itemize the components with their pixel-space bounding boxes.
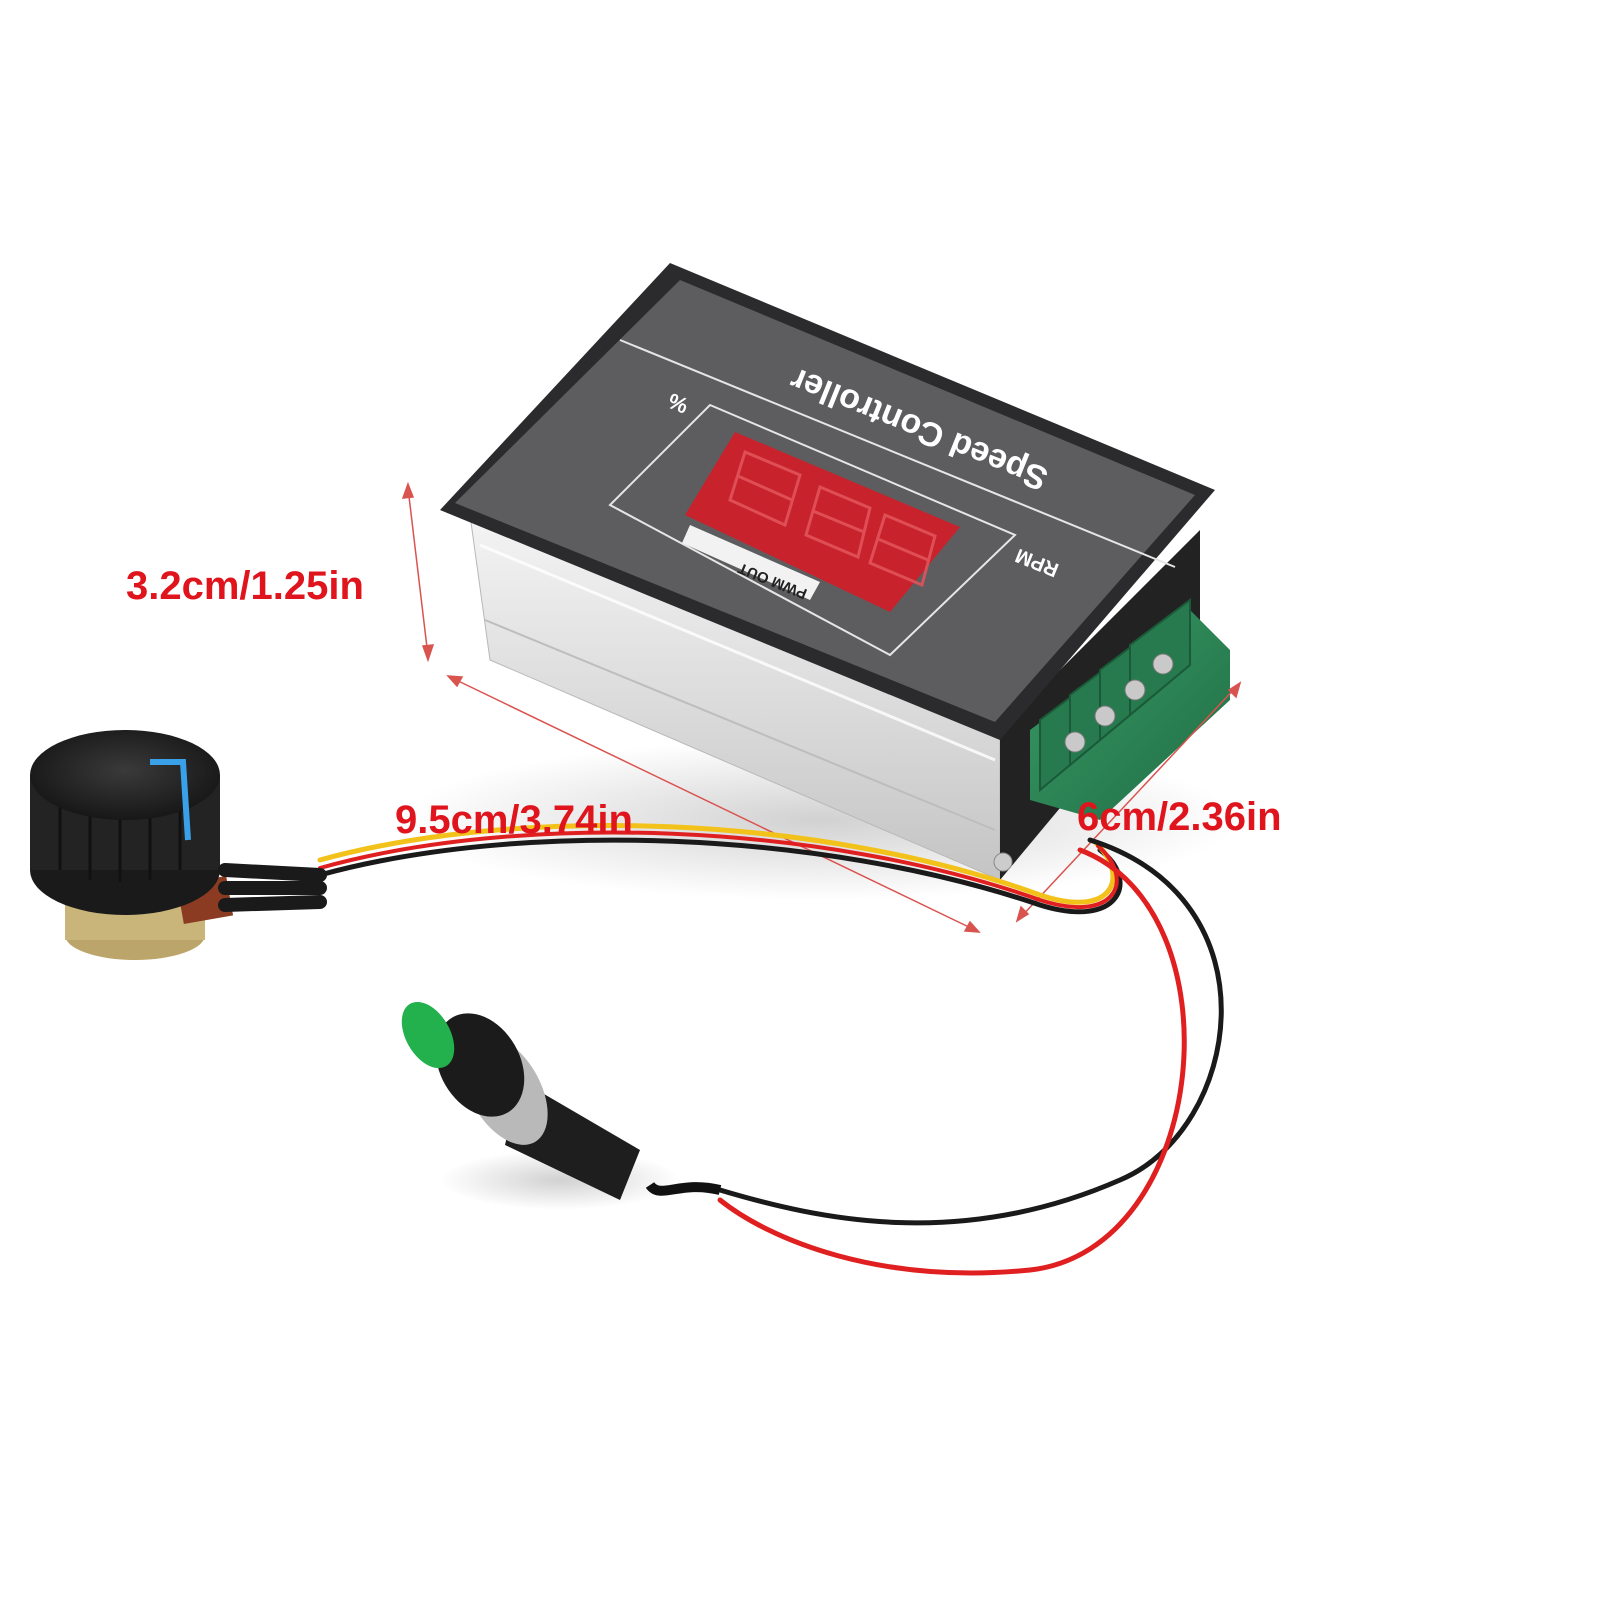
potentiometer-knob xyxy=(30,730,327,960)
dimension-height-label: 3.2cm/1.25in xyxy=(126,564,364,608)
dimension-length-label: 9.5cm/3.74in xyxy=(395,798,633,842)
wires xyxy=(317,822,1224,1276)
push-button-switch xyxy=(401,1001,722,1210)
dimension-width-label: 6cm/2.36in xyxy=(1077,795,1282,839)
terminal-block xyxy=(1030,598,1230,820)
speed-controller-unit: Speed Controller % RPM PWM OUT xyxy=(400,263,1240,900)
dimension-arrows xyxy=(401,481,1242,933)
